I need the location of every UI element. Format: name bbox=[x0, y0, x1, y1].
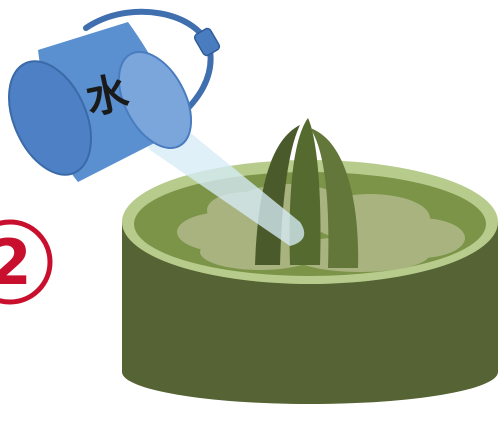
step-number-text: 2 bbox=[0, 226, 32, 299]
pot-bottom bbox=[122, 340, 498, 404]
seedling-icon bbox=[255, 118, 358, 268]
step-number-badge: 2 bbox=[0, 222, 50, 302]
